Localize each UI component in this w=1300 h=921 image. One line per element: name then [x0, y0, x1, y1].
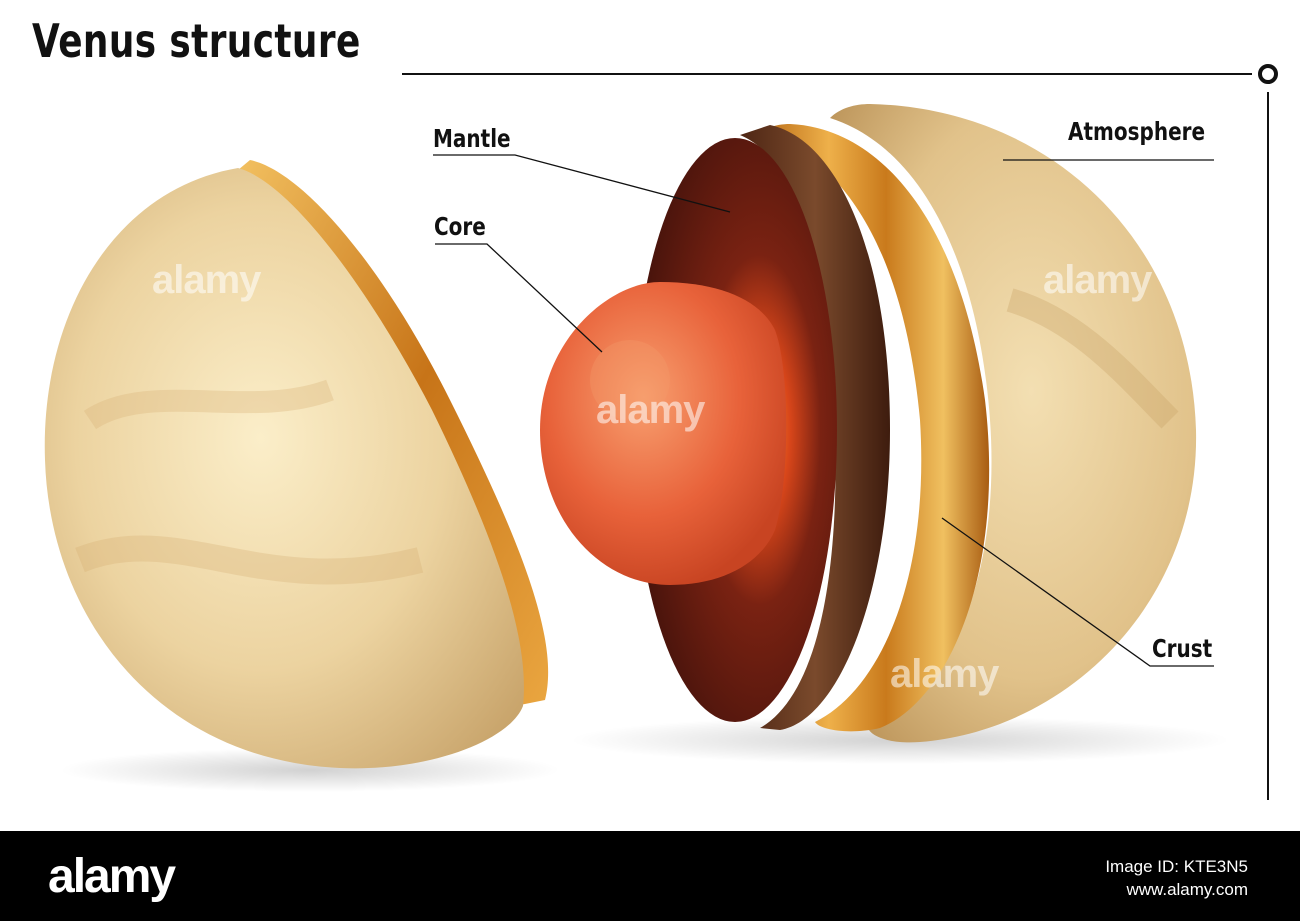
diagram-canvas: Venus structure Mantle Core Atmosphere C… — [32, 14, 1278, 800]
page-title: Venus structure — [32, 14, 361, 68]
watermark: alamy — [890, 652, 999, 696]
watermark: alamy — [152, 258, 261, 302]
core-label: Core — [434, 212, 486, 241]
image-credit: Image ID: KTE3N5 www.alamy.com — [1105, 855, 1248, 901]
left-atmosphere-shell — [44, 168, 524, 769]
site-url: www.alamy.com — [1126, 880, 1248, 899]
image-id-text: Image ID: KTE3N5 — [1105, 857, 1248, 876]
core-leader-line — [435, 243, 603, 353]
crust-leader-line — [941, 517, 1214, 667]
mantle-leader-line — [433, 154, 731, 213]
venus-illustration — [44, 64, 1278, 800]
right-atmosphere-shell — [830, 104, 1197, 743]
left-half-shadow — [60, 748, 560, 792]
crust-layer — [760, 124, 990, 732]
mantle-outer-band — [740, 125, 890, 730]
mantle-label: Mantle — [433, 124, 511, 153]
left-hemisphere — [44, 160, 549, 769]
watermark: alamy — [596, 388, 705, 432]
ring-marker — [1258, 64, 1278, 84]
crust-label: Crust — [1152, 634, 1213, 663]
footer-bar: alamy Image ID: KTE3N5 www.alamy.com — [0, 831, 1300, 921]
alamy-logo: alamy — [48, 850, 176, 903]
core-sphere — [540, 282, 787, 585]
watermark: alamy — [1043, 258, 1152, 302]
atmosphere-label: Atmosphere — [1068, 117, 1206, 146]
